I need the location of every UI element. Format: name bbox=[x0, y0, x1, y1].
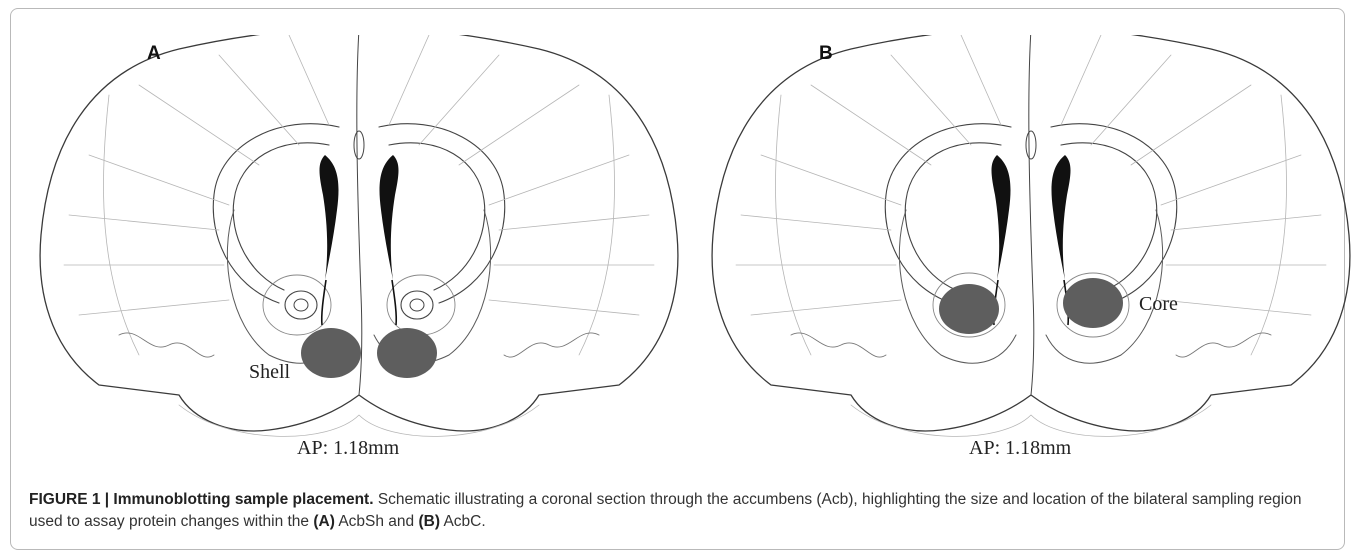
sample-region-shell-right bbox=[377, 328, 437, 378]
panel-b: B Core AP: 1.18mm bbox=[701, 35, 1355, 483]
midline bbox=[1029, 35, 1034, 395]
midline bbox=[357, 35, 362, 395]
caption-ref-b: (B) bbox=[418, 513, 440, 530]
region-label-shell: Shell bbox=[249, 361, 290, 384]
anterior-commissure-right bbox=[401, 291, 433, 319]
figure-frame: A Shell AP: 1.18mm bbox=[10, 8, 1345, 550]
region-label-core: Core bbox=[1139, 293, 1178, 316]
panel-letter-a: A bbox=[147, 43, 161, 65]
caption-figure-label: FIGURE 1 | Immunoblotting sample placeme… bbox=[29, 491, 374, 508]
ap-label-b: AP: 1.18mm bbox=[969, 437, 1071, 460]
ventricle-right bbox=[380, 155, 399, 280]
panel-letter-b: B bbox=[819, 43, 833, 65]
ap-label-a: AP: 1.18mm bbox=[297, 437, 399, 460]
panel-a: A Shell AP: 1.18mm bbox=[29, 35, 689, 483]
caption-ref-a: (A) bbox=[313, 513, 335, 530]
caption-text-2: AcbSh and bbox=[335, 513, 419, 530]
corpus-callosum-right bbox=[379, 124, 505, 303]
sample-region-core-right bbox=[1063, 278, 1123, 328]
brain-section-diagram-b bbox=[701, 35, 1355, 483]
ventricle-left bbox=[992, 155, 1011, 280]
corpus-callosum-left bbox=[885, 124, 1011, 303]
sample-region-core-left bbox=[939, 284, 999, 334]
figure-caption: FIGURE 1 | Immunoblotting sample placeme… bbox=[29, 489, 1329, 533]
ventricle-right bbox=[1052, 155, 1071, 280]
caption-text-3: AcbC. bbox=[440, 513, 486, 530]
brain-section-diagram-a bbox=[29, 35, 689, 483]
ventricle-left bbox=[320, 155, 339, 280]
sample-region-shell-left bbox=[301, 328, 361, 378]
corpus-callosum-right bbox=[1051, 124, 1177, 303]
anterior-commissure-left bbox=[285, 291, 317, 319]
corpus-callosum-left bbox=[213, 124, 339, 303]
